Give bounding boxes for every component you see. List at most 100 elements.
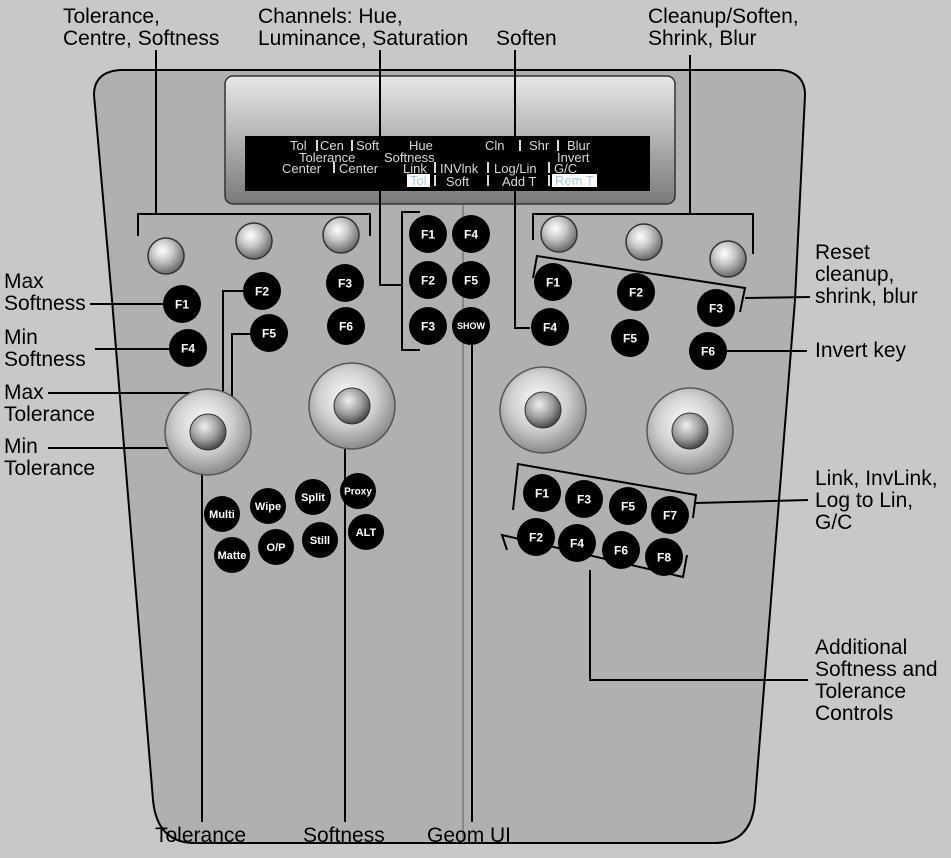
- lcd-center-1: Center: [282, 161, 322, 176]
- button-right-f2[interactable]: F2: [617, 273, 655, 311]
- button-label: F3: [338, 276, 352, 290]
- button-mid-f3[interactable]: F3: [409, 307, 447, 345]
- button-left-f1[interactable]: F1: [163, 285, 201, 323]
- button-bot-f2[interactable]: F2: [517, 518, 555, 556]
- button-alt[interactable]: ALT: [348, 514, 384, 550]
- button-wipe[interactable]: Wipe: [250, 488, 286, 524]
- lcd-separators: [316, 140, 559, 186]
- callout-cleanup: Cleanup/Soften, Shrink, Blur: [648, 5, 799, 50]
- button-label: F6: [614, 543, 628, 557]
- button-label: F1: [535, 486, 549, 500]
- button-label: F6: [339, 319, 353, 333]
- lcd-tolerance: Tolerance: [299, 150, 356, 165]
- button-label: ALT: [356, 527, 377, 539]
- knob-cleanup: [540, 215, 578, 253]
- lcd-soft: Soft: [356, 138, 380, 153]
- button-label: F2: [529, 530, 543, 544]
- lcd-softness: Softness: [384, 150, 435, 165]
- button-label: F2: [421, 273, 435, 287]
- knob-blur: [709, 240, 747, 278]
- callout-max-softness: Max Softness: [4, 270, 86, 315]
- callout-additional: Additional Softness and Tolerance Contro…: [815, 636, 938, 725]
- button-label: F4: [570, 536, 584, 550]
- button-op[interactable]: O/P: [258, 529, 294, 565]
- button-bot-f5[interactable]: F5: [609, 487, 647, 525]
- callout-soften: Soften: [496, 27, 557, 50]
- button-bot-f1[interactable]: F1: [523, 474, 561, 512]
- button-label: F5: [621, 499, 635, 513]
- button-left-f5[interactable]: F5: [250, 314, 288, 352]
- callout-max-tolerance: Max Tolerance: [4, 381, 96, 426]
- lcd-cen: Cen: [320, 138, 344, 153]
- small-knobs: [147, 215, 747, 278]
- button-left-f4[interactable]: F4: [169, 329, 207, 367]
- lcd-add-t: Add T: [502, 174, 537, 189]
- button-right-f3[interactable]: F3: [697, 289, 735, 327]
- button-proxy[interactable]: Proxy: [340, 473, 376, 509]
- button-left-f2[interactable]: F2: [243, 272, 281, 310]
- button-bot-f8[interactable]: F8: [645, 538, 683, 576]
- button-still[interactable]: Still: [302, 522, 338, 558]
- callout-min-tolerance: Min Tolerance: [4, 435, 96, 480]
- button-label: F4: [543, 320, 557, 334]
- button-bot-f7[interactable]: F7: [651, 496, 689, 534]
- callout-geom-ui: Geom UI: [427, 824, 512, 847]
- button-show[interactable]: SHOW: [452, 307, 490, 345]
- callout-invert-key: Invert key: [815, 339, 907, 362]
- lcd-loglin: Log/Lin: [494, 161, 537, 176]
- button-mid-f2[interactable]: F2: [409, 261, 447, 299]
- button-label: F4: [464, 227, 478, 241]
- lcd-tol-highlight: Tol: [407, 174, 430, 187]
- button-mid-f5[interactable]: F5: [452, 261, 490, 299]
- button-label: F5: [623, 331, 637, 345]
- callout-channels: Channels: Hue, Luminance, Saturation: [258, 5, 469, 50]
- button-label: O/P: [267, 542, 286, 554]
- button-right-f5[interactable]: F5: [611, 319, 649, 357]
- callout-tolerance: Tolerance: [155, 824, 247, 847]
- lcd-shr: Shr: [529, 138, 550, 153]
- lcd-hue: Hue: [409, 138, 433, 153]
- button-label: F7: [663, 508, 677, 522]
- button-label: F2: [255, 284, 269, 298]
- button-label: Multi: [209, 509, 235, 521]
- button-left-f3[interactable]: F3: [326, 264, 364, 302]
- lcd-blur: Blur: [567, 138, 591, 153]
- callout-lines: [48, 50, 811, 822]
- button-label: Proxy: [344, 487, 372, 498]
- button-label: Split: [301, 492, 325, 504]
- lcd-invert: Invert: [557, 150, 590, 165]
- button-label: SHOW: [457, 321, 486, 331]
- knob-softness: [322, 216, 360, 254]
- callout-min-softness: Min Softness: [4, 326, 86, 371]
- button-label: Wipe: [255, 501, 281, 513]
- button-label: F6: [701, 344, 715, 358]
- button-split[interactable]: Split: [295, 479, 331, 515]
- button-matte[interactable]: Matte: [214, 537, 250, 573]
- button-mid-f1[interactable]: F1: [409, 215, 447, 253]
- callout-softness: Softness: [303, 824, 385, 847]
- lcd-cln: Cln: [485, 138, 505, 153]
- button-multi[interactable]: Multi: [204, 496, 240, 532]
- lcd-center-2: Center: [339, 161, 379, 176]
- button-right-f6[interactable]: F6: [689, 332, 727, 370]
- button-bot-f6[interactable]: F6: [602, 531, 640, 569]
- button-label: Matte: [218, 550, 247, 562]
- button-mid-f4[interactable]: F4: [452, 215, 490, 253]
- button-label: F5: [262, 326, 276, 340]
- button-bot-f4[interactable]: F4: [558, 524, 596, 562]
- knob-shrink: [625, 223, 663, 261]
- button-label: F3: [421, 319, 435, 333]
- button-right-f4[interactable]: F4: [531, 308, 569, 346]
- trackballs: [164, 362, 734, 476]
- panel-body: [92, 69, 807, 844]
- button-label: F5: [464, 273, 478, 287]
- button-left-f6[interactable]: F6: [327, 307, 365, 345]
- button-bot-f3[interactable]: F3: [565, 480, 603, 518]
- button-label: Still: [310, 535, 330, 547]
- button-label: F2: [629, 285, 643, 299]
- button-label: F8: [657, 550, 671, 564]
- button-right-f1[interactable]: F1: [534, 263, 572, 301]
- lcd-tol: Tol: [290, 138, 307, 153]
- button-label: F4: [181, 341, 195, 355]
